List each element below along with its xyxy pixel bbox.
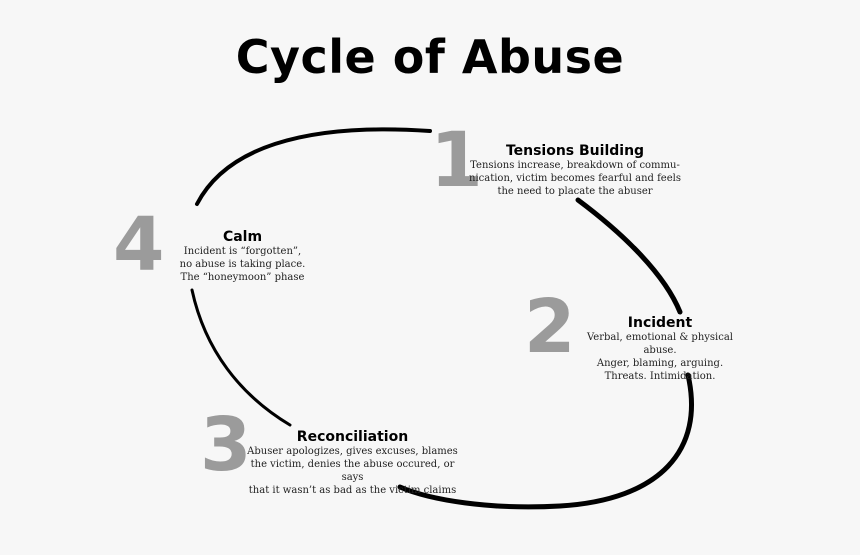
stage-line: nication, victim becomes fearful and fee… <box>469 173 681 184</box>
stage-line: The “honeymoon” phase <box>180 272 305 283</box>
page-title: Cycle of Abuse <box>235 30 625 84</box>
stage-heading: Reconciliation <box>296 429 409 445</box>
stage-line: the need to placate the abuser <box>497 186 653 197</box>
stage-reconciliation: Reconciliation Abuser apologizes, gives … <box>245 429 460 497</box>
stage-incident: Incident Verbal, emotional & physical ab… <box>570 315 750 383</box>
stage-line: Tensions increase, breakdown of commu- <box>470 160 680 171</box>
stage-heading: Incident <box>627 315 693 331</box>
arc-3-to-4 <box>190 288 292 427</box>
arc-1-to-2 <box>575 197 683 315</box>
stage-number-4: 4 <box>113 202 165 288</box>
stage-number-1: 1 <box>430 115 483 204</box>
stage-line: that it wasn’t as bad as the victim clai… <box>248 485 457 496</box>
arc-4-to-1 <box>195 127 432 206</box>
stage-line: no abuse is taking place. <box>179 259 306 270</box>
stage-line: Anger, blaming, arguing. <box>596 358 724 369</box>
stage-number-2: 2 <box>524 284 576 370</box>
stage-line: Threats. Intimidation. <box>604 371 716 382</box>
stage-tensions-building: Tensions Building Tensions increase, bre… <box>455 143 695 198</box>
stage-line: Incident is “forgotten”, <box>183 246 302 257</box>
stage-line: the victim, denies the abuse occured, or… <box>250 459 455 483</box>
arc-2-to-3 <box>397 372 694 510</box>
stage-heading: Calm <box>222 229 263 245</box>
stage-heading: Tensions Building <box>505 143 645 159</box>
stage-line: Abuser apologizes, gives excuses, blames <box>247 446 458 457</box>
stage-calm: Calm Incident is “forgotten”, no abuse i… <box>175 229 310 284</box>
stage-number-3: 3 <box>200 402 252 488</box>
stage-line: Verbal, emotional & physical abuse. <box>586 332 734 356</box>
